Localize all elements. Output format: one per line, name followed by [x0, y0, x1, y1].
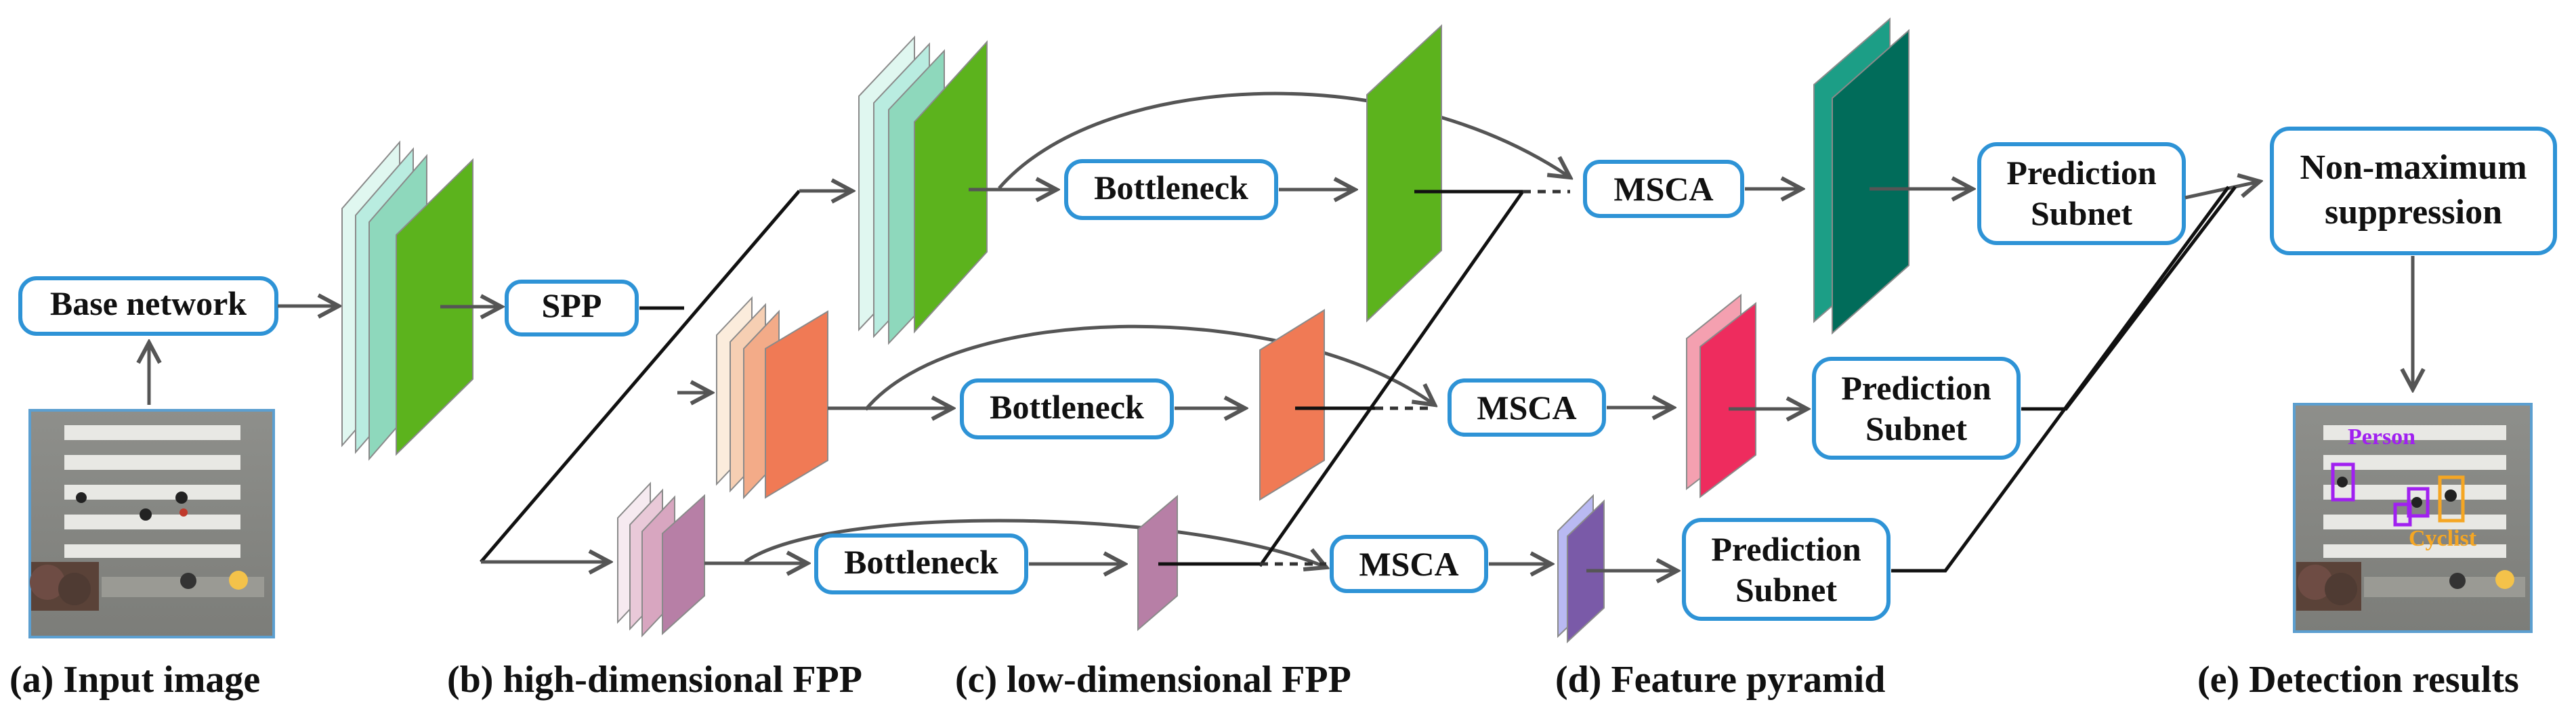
bottleneck-top-label: Bottleneck — [1094, 169, 1248, 206]
pyramid-top-stack — [1813, 17, 1909, 335]
prediction-subnet-top: Prediction Subnet — [1977, 142, 2186, 245]
low-fpp-bottom-map — [1137, 494, 1178, 632]
arrow-pred-top-to-nms — [2184, 181, 2260, 200]
pred-mid-line1: Prediction — [1841, 369, 1991, 407]
msca-top: MSCA — [1583, 160, 1744, 218]
caption-high-fpp: (b) high-dimensional FPP — [447, 659, 862, 701]
skip-arc-top — [998, 91, 1570, 190]
nms-line1: Non-maximum — [2300, 148, 2527, 187]
pred-mid-line2: Subnet — [1865, 410, 1967, 448]
cyclist-label: Cyclist — [2409, 526, 2477, 551]
caption-low-fpp: (c) low-dimensional FPP — [955, 659, 1351, 701]
skip-arc-bottom — [744, 519, 1326, 567]
nms-block: Non-maximum suppression — [2270, 127, 2557, 255]
bottleneck-mid: Bottleneck — [960, 378, 1174, 439]
pred-top-line1: Prediction — [2006, 154, 2156, 192]
person-label: Person — [2348, 424, 2415, 450]
bottleneck-top: Bottleneck — [1064, 159, 1278, 220]
msca-mid-label: MSCA — [1477, 389, 1576, 427]
low-fpp-mid-map — [1259, 309, 1325, 501]
right-diagonal-connector — [1258, 190, 1525, 567]
caption-detection-results: (e) Detection results — [2197, 659, 2519, 701]
msca-bottom-label: MSCA — [1359, 545, 1458, 583]
high-fpp-mid-stack — [716, 296, 828, 500]
nms-line2: suppression — [2325, 193, 2502, 232]
bottleneck-mid-label: Bottleneck — [990, 388, 1144, 426]
high-fpp-top-stack — [858, 35, 988, 345]
input-image — [28, 409, 275, 638]
pred-bottom-line2: Subnet — [1735, 571, 1837, 609]
pyramid-bottom-stack — [1557, 494, 1605, 644]
spp-block: SPP — [505, 280, 639, 336]
backbone-feature-stack — [341, 140, 473, 461]
pred-top-line2: Subnet — [2031, 194, 2132, 232]
prediction-subnet-mid: Prediction Subnet — [1812, 357, 2021, 460]
cyclist-detection-box — [2438, 475, 2465, 523]
left-diagonal-connector — [480, 190, 801, 563]
msca-mid: MSCA — [1448, 378, 1606, 437]
merge-line-bottom — [1891, 186, 2231, 573]
person-detection-box-3 — [2407, 487, 2430, 518]
base-network-label: Base network — [50, 284, 247, 322]
skip-arc-mid — [864, 324, 1435, 411]
spp-label: SPP — [542, 286, 602, 324]
caption-input-image: (a) Input image — [9, 659, 260, 701]
bottleneck-bottom: Bottleneck — [814, 533, 1028, 594]
high-fpp-bottom-stack — [617, 481, 705, 638]
caption-feature-pyramid: (d) Feature pyramid — [1555, 659, 1885, 701]
base-network-block: Base network — [18, 276, 278, 336]
msca-top-label: MSCA — [1613, 170, 1713, 208]
detection-results-image: Person Cyclist — [2293, 403, 2533, 633]
pyramid-mid-stack — [1686, 293, 1756, 499]
person-detection-box-1 — [2331, 462, 2355, 502]
msca-bottom: MSCA — [1330, 535, 1488, 593]
pred-bottom-line1: Prediction — [1711, 530, 1861, 568]
bottleneck-bottom-label: Bottleneck — [844, 543, 998, 581]
prediction-subnet-bottom: Prediction Subnet — [1682, 518, 1891, 621]
low-fpp-top-map — [1366, 24, 1442, 323]
